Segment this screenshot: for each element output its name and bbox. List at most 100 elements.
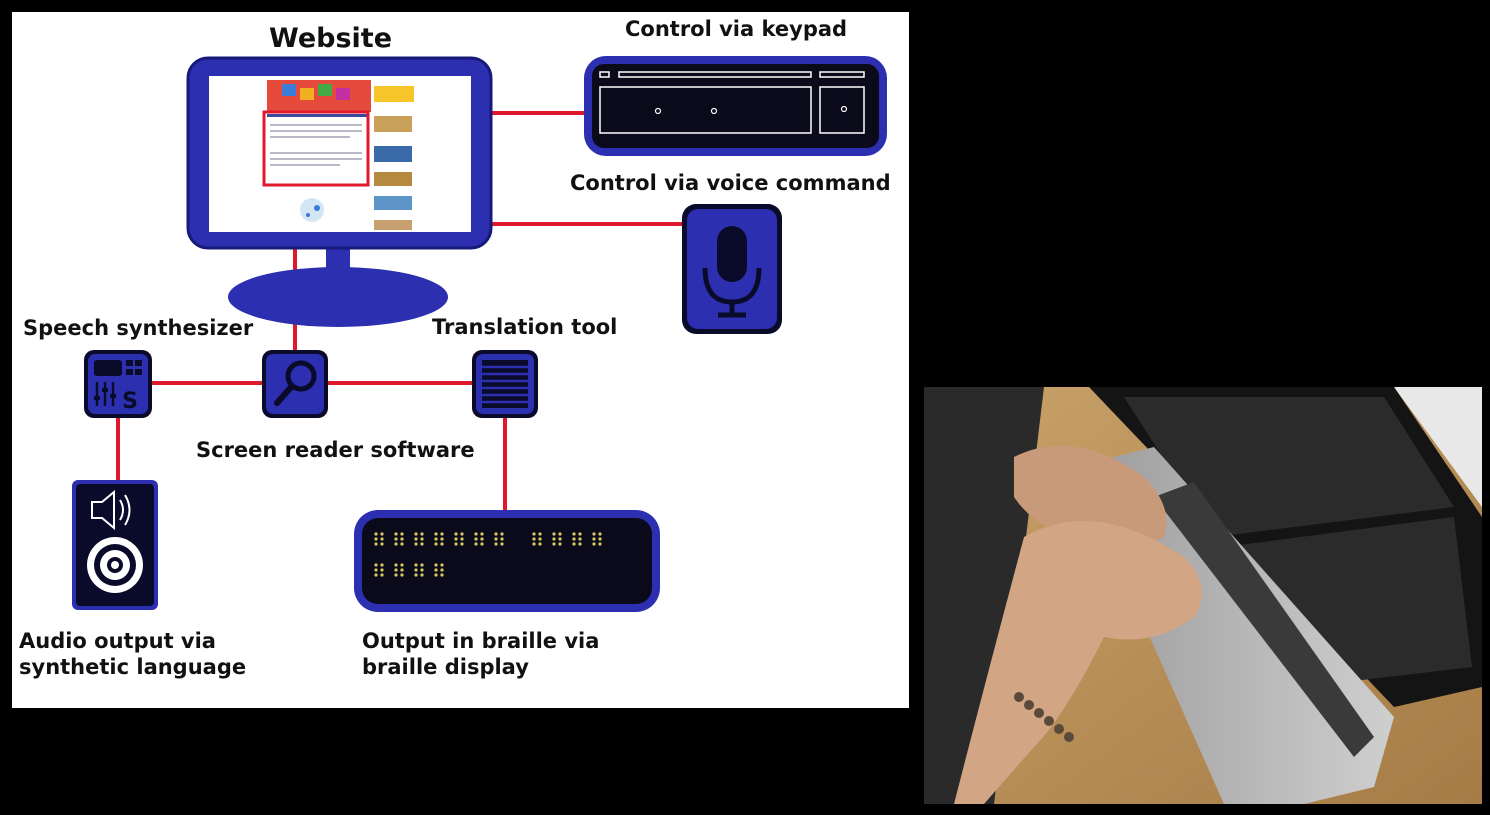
braille-dot (460, 542, 464, 546)
braille-dot (598, 532, 602, 536)
braille-dot (440, 568, 444, 572)
braille-dot (592, 542, 596, 546)
braille-dot (538, 537, 542, 541)
assistive-technology-diagram: S (12, 12, 909, 708)
braille-cell-row (1154, 482, 1374, 757)
braille-dot (474, 542, 478, 546)
braille-dot (394, 568, 398, 572)
braille-dot (394, 532, 398, 536)
monitor-icon (186, 56, 493, 327)
braille-dot (532, 532, 536, 536)
braille-dot (440, 542, 444, 546)
braille-dot (538, 542, 542, 546)
braille-dot (454, 542, 458, 546)
braille-dot (414, 563, 418, 567)
braille-dot (394, 573, 398, 577)
braille-dot (420, 532, 424, 536)
braille-display-icon (354, 510, 660, 612)
braille-dot (500, 542, 504, 546)
braille-dot (374, 568, 378, 572)
braille-dot (494, 532, 498, 536)
braille-dot (592, 532, 596, 536)
braille-dot (474, 532, 478, 536)
braille-dot (374, 537, 378, 541)
braille-dot (380, 563, 384, 567)
voice-command-label: Control via voice command (570, 171, 891, 195)
braille-dot (400, 542, 404, 546)
braille-dot (434, 542, 438, 546)
braille-dot (380, 532, 384, 536)
braille-dot (420, 563, 424, 567)
braille-dot (420, 568, 424, 572)
braille-dot (434, 532, 438, 536)
braille-dot (440, 532, 444, 536)
braille-dot (400, 568, 404, 572)
braille-dot (394, 537, 398, 541)
audio-output-label: Audio output via synthetic language (19, 628, 246, 681)
braille-dot (414, 573, 418, 577)
braille-dot (592, 537, 596, 541)
braille-dot (532, 542, 536, 546)
braille-dot (552, 542, 556, 546)
bracelet (1014, 692, 1074, 742)
braille-dot (394, 563, 398, 567)
braille-dot (400, 537, 404, 541)
braille-dot (538, 532, 542, 536)
braille-dot (374, 542, 378, 546)
braille-dot (598, 542, 602, 546)
braille-dot (380, 568, 384, 572)
braille-dot (434, 563, 438, 567)
svg-text:S: S (122, 389, 138, 414)
braille-dot (374, 563, 378, 567)
speaker-icon (72, 480, 158, 610)
braille-dot (434, 568, 438, 572)
braille-dot (440, 563, 444, 567)
braille-dot (414, 537, 418, 541)
magnifier-icon (262, 350, 328, 418)
speech-synthesizer-label: Speech synthesizer (23, 316, 254, 340)
hands-on-braille-display-photo (924, 387, 1482, 804)
braille-dot (480, 542, 484, 546)
braille-dot (374, 573, 378, 577)
braille-dot (558, 542, 562, 546)
braille-dot (414, 542, 418, 546)
right-hand (954, 521, 1202, 804)
braille-output-line-1: Output in braille via (362, 629, 600, 653)
braille-dot (434, 573, 438, 577)
braille-dot (572, 537, 576, 541)
braille-dot (500, 532, 504, 536)
braille-dot (552, 532, 556, 536)
braille-dot (572, 542, 576, 546)
braille-dot (572, 532, 576, 536)
braille-dot (420, 573, 424, 577)
braille-dot (400, 563, 404, 567)
braille-dot (380, 573, 384, 577)
mixer-icon: S (84, 350, 152, 418)
braille-dot (394, 542, 398, 546)
diagram-graphics: S (72, 56, 887, 612)
braille-dot (414, 568, 418, 572)
background-wall (1394, 387, 1482, 507)
braille-dot (400, 532, 404, 536)
braille-dot (380, 542, 384, 546)
braille-dot (598, 537, 602, 541)
photo-illustration (924, 387, 1482, 804)
braille-dot (532, 537, 536, 541)
braille-output-line-2: braille display (362, 655, 529, 680)
braille-dot (494, 537, 498, 541)
microphone-icon (682, 204, 782, 334)
braille-dot (420, 537, 424, 541)
braille-dots (374, 532, 602, 577)
braille-dot (400, 573, 404, 577)
screen-reader-label: Screen reader software (196, 438, 475, 462)
braille-dot (454, 532, 458, 536)
website-label: Website (269, 23, 393, 54)
braille-dot (454, 537, 458, 541)
audio-output-line-1: Audio output via (19, 629, 216, 653)
braille-dot (374, 532, 378, 536)
braille-dot (578, 537, 582, 541)
braille-dot (558, 532, 562, 536)
braille-dot (440, 573, 444, 577)
audio-output-line-2: synthetic language (19, 655, 247, 680)
translation-tool-label: Translation tool (432, 315, 618, 339)
